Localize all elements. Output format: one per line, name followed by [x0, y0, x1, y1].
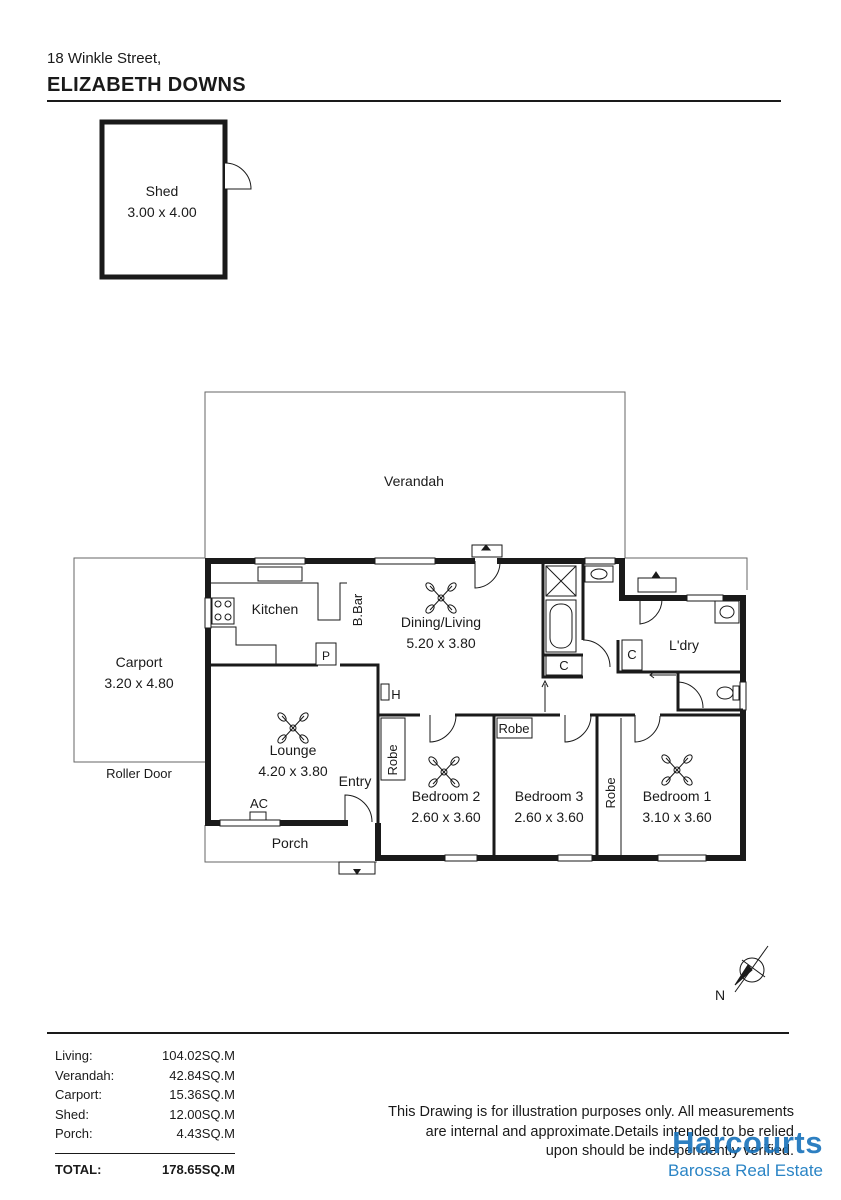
- bedroom2-fan-icon: [428, 756, 460, 788]
- north-label: N: [715, 987, 725, 1003]
- bedroom1-label: Bedroom 1: [643, 788, 712, 804]
- bathroom-fixtures: [545, 565, 614, 668]
- area-label: Living:: [55, 1048, 93, 1063]
- total-area: TOTAL: 178.65SQ.M: [55, 1162, 235, 1177]
- carport-size: 3.20 x 4.80: [104, 675, 173, 691]
- area-schedule: Living: 104.02SQ.M Verandah: 42.84SQ.M Car…: [55, 1048, 235, 1146]
- area-value: 4.43SQ.M: [176, 1126, 235, 1141]
- bedroom3-robe: Robe: [496, 717, 533, 739]
- bedroom2-label: Bedroom 2: [412, 788, 481, 804]
- shed-label: Shed: [146, 183, 179, 199]
- total-value: 178.65SQ.M: [162, 1162, 235, 1177]
- shed: Shed 3.00 x 4.00: [99, 119, 252, 280]
- porch: Porch: [204, 825, 377, 875]
- area-value: 12.00SQ.M: [169, 1106, 235, 1122]
- compass-icon: [734, 945, 769, 993]
- area-row: Shed: 12.00SQ.M: [55, 1107, 235, 1127]
- rear-door: [471, 544, 503, 589]
- lounge-label: Lounge: [270, 742, 317, 758]
- area-row: Living: 104.02SQ.M: [55, 1048, 235, 1068]
- area-label: Verandah:: [55, 1067, 115, 1083]
- heater-label: H: [391, 687, 400, 702]
- robe-label: Robe: [603, 777, 618, 808]
- area-row: Porch: 4.43SQ.M: [55, 1126, 235, 1146]
- area-label: Carport:: [55, 1087, 102, 1102]
- verandah-label: Verandah: [384, 473, 444, 489]
- area-label: Porch:: [55, 1126, 93, 1141]
- bedroom2-size: 2.60 x 3.60: [411, 809, 480, 825]
- address-suburb: ELIZABETH DOWNS: [47, 74, 246, 96]
- laundry-label: L'dry: [669, 637, 699, 653]
- lounge-size: 4.20 x 3.80: [258, 763, 327, 779]
- disclaimer-line: are internal and approximate.Details int…: [425, 1123, 794, 1140]
- disclaimer-line: This Drawing is for illustration purpose…: [388, 1104, 794, 1120]
- bbar-label: B.Bar: [350, 593, 365, 626]
- interior-walls: [208, 561, 743, 858]
- verandah: Verandah: [204, 391, 748, 590]
- bedroom3-size: 2.60 x 3.60: [514, 809, 583, 825]
- area-value: 42.84SQ.M: [169, 1067, 235, 1083]
- dining-label: Dining/Living: [401, 614, 481, 630]
- bedroom3-label: Bedroom 3: [515, 788, 584, 804]
- address-street: 18 Winkle Street,: [47, 50, 162, 67]
- entry-label: Entry: [339, 773, 372, 789]
- disclaimer: This Drawing is for illustration purpose…: [334, 1103, 794, 1162]
- porch-label: Porch: [272, 835, 309, 851]
- roller-door-label: Roller Door: [106, 766, 172, 781]
- footer-rule: [47, 1032, 789, 1034]
- shed-size: 3.00 x 4.00: [127, 204, 196, 220]
- brand-logo: Harcourts Barossa Real Estate: [668, 1125, 823, 1181]
- laundry-cupboard-label: C: [627, 647, 636, 662]
- robe-label: Robe: [498, 721, 529, 736]
- bedroom1-size: 3.10 x 3.60: [642, 809, 711, 825]
- robe-label: Robe: [385, 744, 400, 775]
- carport-label: Carport: [116, 654, 163, 670]
- bedroom1-fan-icon: [661, 754, 693, 786]
- dining-size: 5.20 x 3.80: [406, 635, 475, 651]
- total-rule: [55, 1153, 235, 1154]
- brand-name: Harcourts: [672, 1125, 823, 1160]
- kitchen-bench: [211, 566, 347, 665]
- area-row: Verandah: 42.84SQ.M: [55, 1068, 235, 1088]
- lounge-fan-icon: [277, 712, 309, 744]
- area-value: 104.02SQ.M: [162, 1048, 235, 1063]
- total-label: TOTAL:: [55, 1162, 102, 1177]
- header-rule: [47, 100, 781, 102]
- area-value: 15.36SQ.M: [169, 1087, 235, 1102]
- ac-label: AC: [250, 796, 268, 811]
- hall-cupboard-label: C: [559, 658, 568, 673]
- kitchen-label: Kitchen: [252, 601, 299, 617]
- disclaimer-line: upon should be independently verified.: [545, 1143, 794, 1159]
- area-row: Carport: 15.36SQ.M: [55, 1087, 235, 1107]
- brand-office: Barossa Real Estate: [668, 1161, 823, 1180]
- area-label: Shed:: [55, 1106, 89, 1122]
- bedroom1-robe: Robe: [603, 718, 622, 855]
- windows: [204, 557, 747, 862]
- carport: Carport 3.20 x 4.80 Roller Door: [73, 557, 205, 781]
- pantry-label: P: [322, 649, 330, 663]
- laundry-fixtures: [637, 571, 740, 709]
- dining-fan-icon: [425, 582, 457, 614]
- bedroom2-robe: Robe: [380, 717, 406, 781]
